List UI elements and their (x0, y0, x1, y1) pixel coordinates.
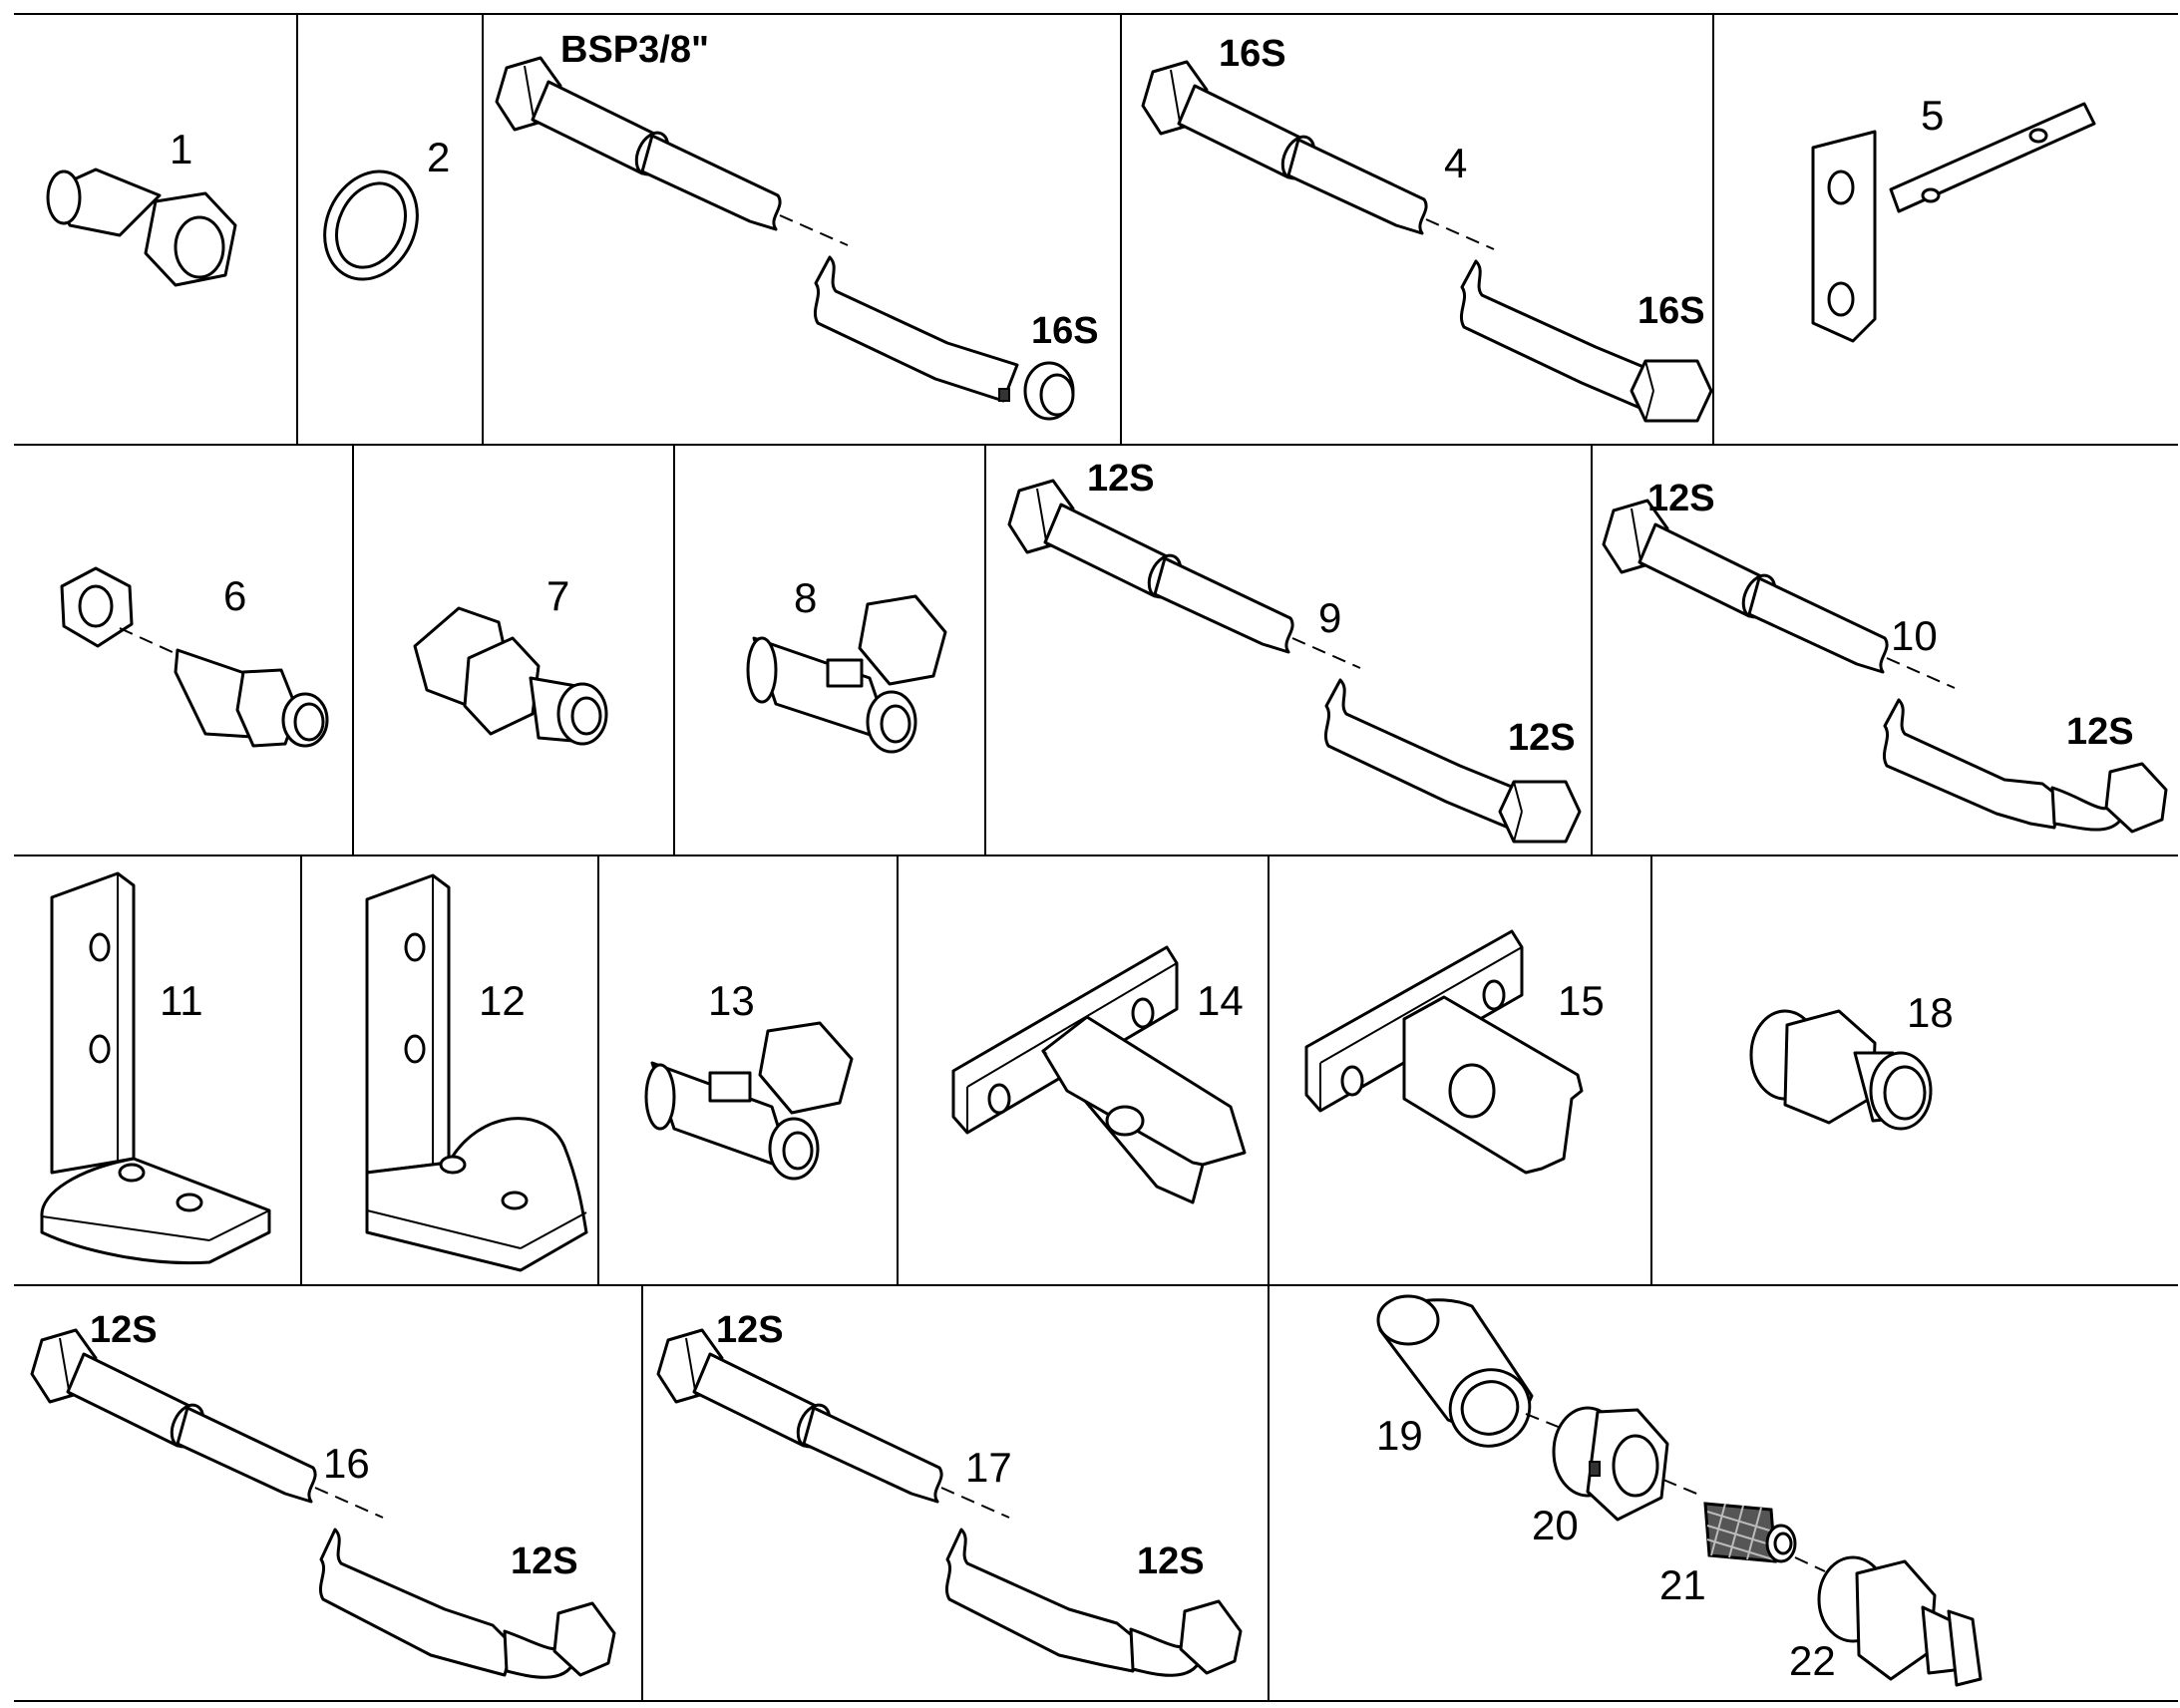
part-13-label: 13 (708, 977, 755, 1024)
part-7-drawing (413, 606, 608, 746)
part-14-label: 14 (1197, 977, 1244, 1024)
part-9-spec-top: 12S (1087, 458, 1155, 500)
part-16-label: 16 (323, 1440, 370, 1487)
part-3-spec-bottom: 16S (1031, 310, 1099, 352)
part-21-drawing (1703, 1502, 1797, 1563)
part-20-drawing (1552, 1406, 1669, 1522)
part-10-drawing (1602, 499, 2168, 834)
part-16-spec-top: 12S (90, 1309, 158, 1351)
part-16-spec-bottom: 12S (511, 1540, 578, 1582)
part-7-label: 7 (546, 572, 569, 619)
part-5-drawing (1811, 102, 2096, 343)
part-14-drawing (951, 945, 1247, 1204)
part-15-label: 15 (1558, 977, 1605, 1024)
part-22-drawing (1817, 1555, 1983, 1687)
part-2-label: 2 (427, 134, 450, 180)
part-6-label: 6 (223, 572, 246, 619)
part-4-spec-bottom: 16S (1637, 290, 1705, 332)
part-5-label: 5 (1921, 92, 1944, 139)
part-20-label: 20 (1532, 1502, 1579, 1548)
part-22-label: 22 (1789, 1637, 1836, 1684)
part-9-spec-bottom: 12S (1508, 717, 1576, 759)
part-4-spec-top: 16S (1219, 33, 1286, 75)
part-19-label: 19 (1376, 1412, 1423, 1459)
part-3-spec-top: BSP3/8" (560, 29, 709, 71)
part-19-drawing (1376, 1294, 1534, 1448)
panel-grid (14, 13, 2178, 1702)
part-6-drawing (60, 566, 329, 748)
part-18-drawing (1749, 1009, 1933, 1131)
part-1-label: 1 (170, 126, 192, 172)
part-17-spec-top: 12S (716, 1309, 784, 1351)
part-17-label: 17 (965, 1444, 1012, 1491)
part-12-drawing (365, 873, 588, 1272)
part-21-label: 21 (1659, 1561, 1706, 1608)
part-11-drawing (40, 871, 271, 1265)
part-13-drawing (644, 1021, 854, 1181)
part-15-drawing (1304, 929, 1584, 1175)
part-10-spec-top: 12S (1647, 478, 1715, 519)
part-2-drawing (323, 170, 419, 281)
part-9-drawing (1007, 479, 1582, 844)
part-4-drawing (1141, 60, 1713, 423)
part-8-drawing (746, 594, 947, 754)
part-12-label: 12 (479, 977, 526, 1024)
part-9-label: 9 (1318, 594, 1341, 641)
part-10-label: 10 (1891, 612, 1938, 659)
part-17-drawing (656, 1328, 1243, 1677)
part-8-label: 8 (794, 574, 817, 621)
assembly-axis-2 (1662, 1479, 1702, 1497)
part-1-drawing (46, 168, 237, 287)
part-11-label: 11 (160, 977, 203, 1024)
assembly-axis-3 (1794, 1556, 1826, 1572)
part-3-drawing (495, 56, 1075, 421)
part-18-label: 18 (1907, 989, 1954, 1036)
part-10-spec-bottom: 12S (2066, 711, 2134, 753)
part-17-spec-bottom: 12S (1137, 1540, 1205, 1582)
part-4-label: 4 (1444, 140, 1467, 186)
part-16-drawing (30, 1328, 616, 1679)
